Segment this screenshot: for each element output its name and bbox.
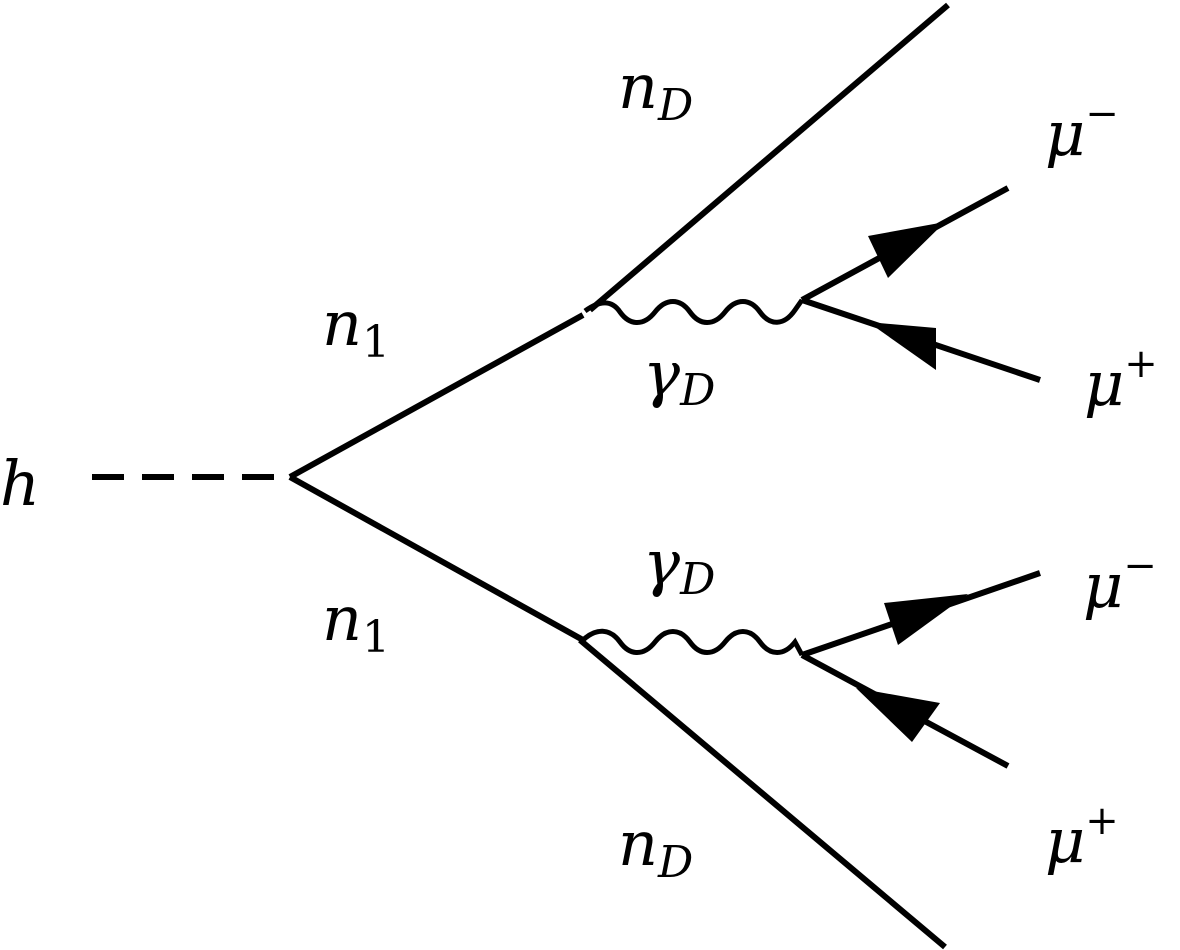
label-n1-upper: n1: [322, 287, 390, 368]
gammaD-lower-wavy-line: [581, 628, 805, 657]
label-mu-plus-lower: μ+: [1045, 798, 1119, 877]
mu-minus-lower-arrow: [884, 594, 968, 645]
label-mu-plus-upper: μ+: [1084, 341, 1158, 420]
n1-upper-line: [288, 312, 585, 480]
mu-minus-upper-arrow: [868, 222, 945, 278]
nD-upper-line: [588, 2, 950, 313]
label-gammaD-lower: γD: [643, 526, 715, 605]
label-nD-upper: nD: [618, 50, 693, 131]
label-mu-minus-lower: μ−: [1083, 543, 1157, 622]
label-mu-minus-upper: μ−: [1045, 91, 1119, 170]
label-h: h: [0, 447, 40, 520]
label-nD-lower: nD: [618, 807, 693, 888]
label-gammaD-upper: γD: [643, 337, 715, 416]
n1-lower-line: [288, 474, 585, 643]
nD-lower-line: [578, 637, 947, 950]
label-n1-lower: n1: [322, 582, 390, 663]
mu-plus-upper-arrow: [868, 322, 936, 370]
gammaD-upper-wavy-line: [583, 298, 805, 325]
mu-plus-lower-arrow: [856, 688, 940, 742]
